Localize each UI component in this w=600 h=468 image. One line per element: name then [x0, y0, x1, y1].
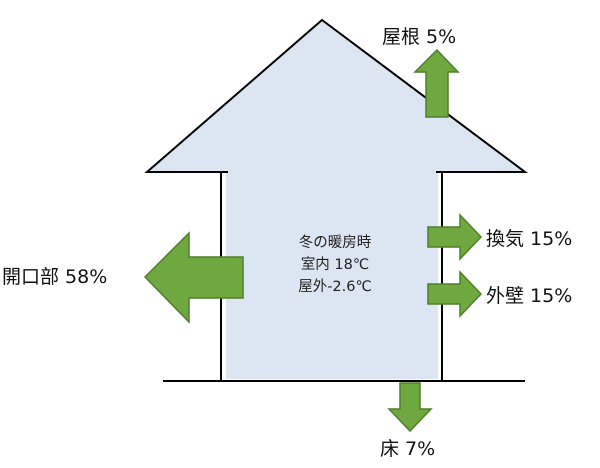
ventilation-label: 換気 15%: [486, 228, 573, 250]
roof-label: 屋根 5%: [382, 26, 457, 48]
condition-title: 冬の暖房時: [298, 235, 372, 251]
indoor-temperature: 室内 18℃: [300, 257, 370, 273]
condition-text: 冬の暖房時 室内 18℃ 屋外-2.6℃: [240, 232, 430, 298]
roof-arrow-icon: [413, 48, 460, 118]
openings-arrow-icon: [143, 231, 244, 324]
roof: [144, 18, 529, 173]
floor-arrow-icon: [387, 382, 433, 433]
floor-label: 床 7%: [380, 438, 436, 460]
outer-wall-arrow-icon: [427, 270, 483, 318]
house-interior: [226, 170, 438, 379]
openings-label: 開口部 58%: [2, 266, 108, 288]
ventilation-arrow-icon: [427, 213, 483, 261]
outer-wall-label: 外壁 15%: [486, 285, 573, 307]
outdoor-temperature: 屋外-2.6℃: [298, 279, 372, 295]
